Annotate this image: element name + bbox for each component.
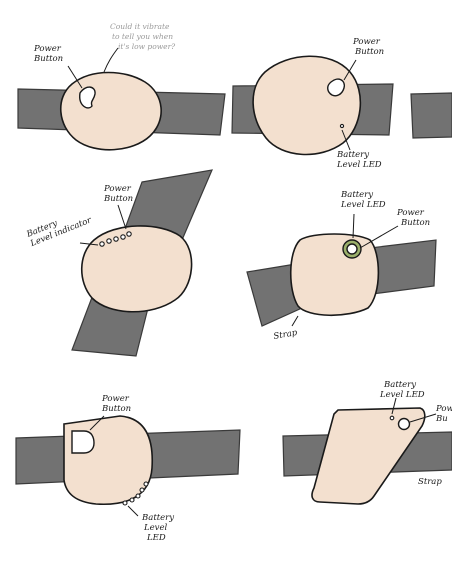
- sketch-1: Power Button Could it vibrate to tell yo…: [18, 22, 225, 150]
- label-line: Button: [354, 47, 384, 57]
- label-line: Power: [352, 37, 381, 47]
- label-line: Power: [396, 208, 425, 218]
- label-line: Level LED: [379, 390, 425, 400]
- sketch-4: Battery Level LED Power Button Strap: [247, 190, 436, 342]
- label-line: Battery: [383, 380, 416, 390]
- battery-led-icon: [390, 416, 394, 420]
- battery-led-icon: [144, 482, 148, 486]
- strap: [411, 93, 452, 138]
- battery-led-icon: [340, 124, 343, 127]
- label-line: Battery: [336, 150, 369, 160]
- battery-led-label: Battery Level LED: [340, 190, 386, 210]
- battery-led-icon: [121, 235, 125, 239]
- label-line: Battery: [340, 190, 373, 200]
- label-line: to tell you when: [112, 32, 173, 41]
- sketch-2: Power Button Battery Level LED: [232, 37, 452, 170]
- battery-led-icon: [114, 237, 118, 241]
- label-line: it's low power?: [118, 42, 176, 51]
- battery-led-icon: [100, 242, 104, 246]
- power-button-label: Power Button: [396, 208, 430, 228]
- label-line: Button: [103, 194, 133, 204]
- label-line: Button: [101, 404, 131, 414]
- battery-led-icon: [107, 239, 111, 243]
- power-button-label: Power Button: [101, 394, 132, 414]
- label-line: Battery: [141, 513, 174, 523]
- leader-line: [118, 205, 126, 229]
- label-line: Level LED: [336, 160, 382, 170]
- label-line: Button: [400, 218, 430, 228]
- power-button-icon: [347, 244, 357, 254]
- device-body: [61, 73, 161, 150]
- power-button-icon: [72, 431, 94, 453]
- device-body: [291, 234, 379, 315]
- strap-label: Strap: [418, 477, 442, 487]
- sketch-5: Power Button Battery Level LED: [16, 394, 240, 543]
- battery-led-icon: [136, 494, 140, 498]
- sketch-6: Battery Level LED Pow Bu Strap: [283, 380, 452, 504]
- label-line: Power: [33, 44, 62, 54]
- label-line: Level: [143, 523, 168, 533]
- vibrate-note: Could it vibrate to tell you when it's l…: [110, 22, 176, 51]
- leader-line: [292, 316, 298, 326]
- battery-led-icon: [130, 498, 134, 502]
- device-body: [64, 416, 152, 504]
- label-line: Level LED: [340, 200, 386, 210]
- power-button-icon: [127, 232, 131, 236]
- power-button-label: Power Button: [103, 184, 134, 204]
- leader-line: [104, 48, 118, 72]
- device-body: [253, 56, 360, 154]
- label-line: Pow: [435, 404, 452, 414]
- label-line: Button: [33, 54, 63, 64]
- label-line: Bu: [435, 414, 448, 424]
- power-button-label: Power Button: [33, 44, 64, 64]
- battery-led-icon: [123, 501, 127, 505]
- power-button-icon: [399, 419, 410, 430]
- power-button-label: Power Button: [352, 37, 384, 57]
- power-button-label: Pow Bu: [435, 404, 452, 424]
- strap-label: Strap: [273, 328, 299, 342]
- battery-led-icon: [140, 488, 144, 492]
- label-line: Power: [101, 394, 130, 404]
- battery-led-label: Battery Level LED: [379, 380, 425, 400]
- label-line: Power: [103, 184, 132, 194]
- leader-line: [128, 506, 138, 516]
- label-line: LED: [146, 533, 166, 543]
- battery-led-label: Battery Level LED: [141, 513, 177, 543]
- sketch-3: Power Button Battery Level indicator: [24, 170, 212, 356]
- device-body: [82, 226, 192, 312]
- battery-led-label: Battery Level LED: [336, 150, 382, 170]
- strap: [370, 240, 436, 294]
- label-line: Could it vibrate: [110, 22, 170, 31]
